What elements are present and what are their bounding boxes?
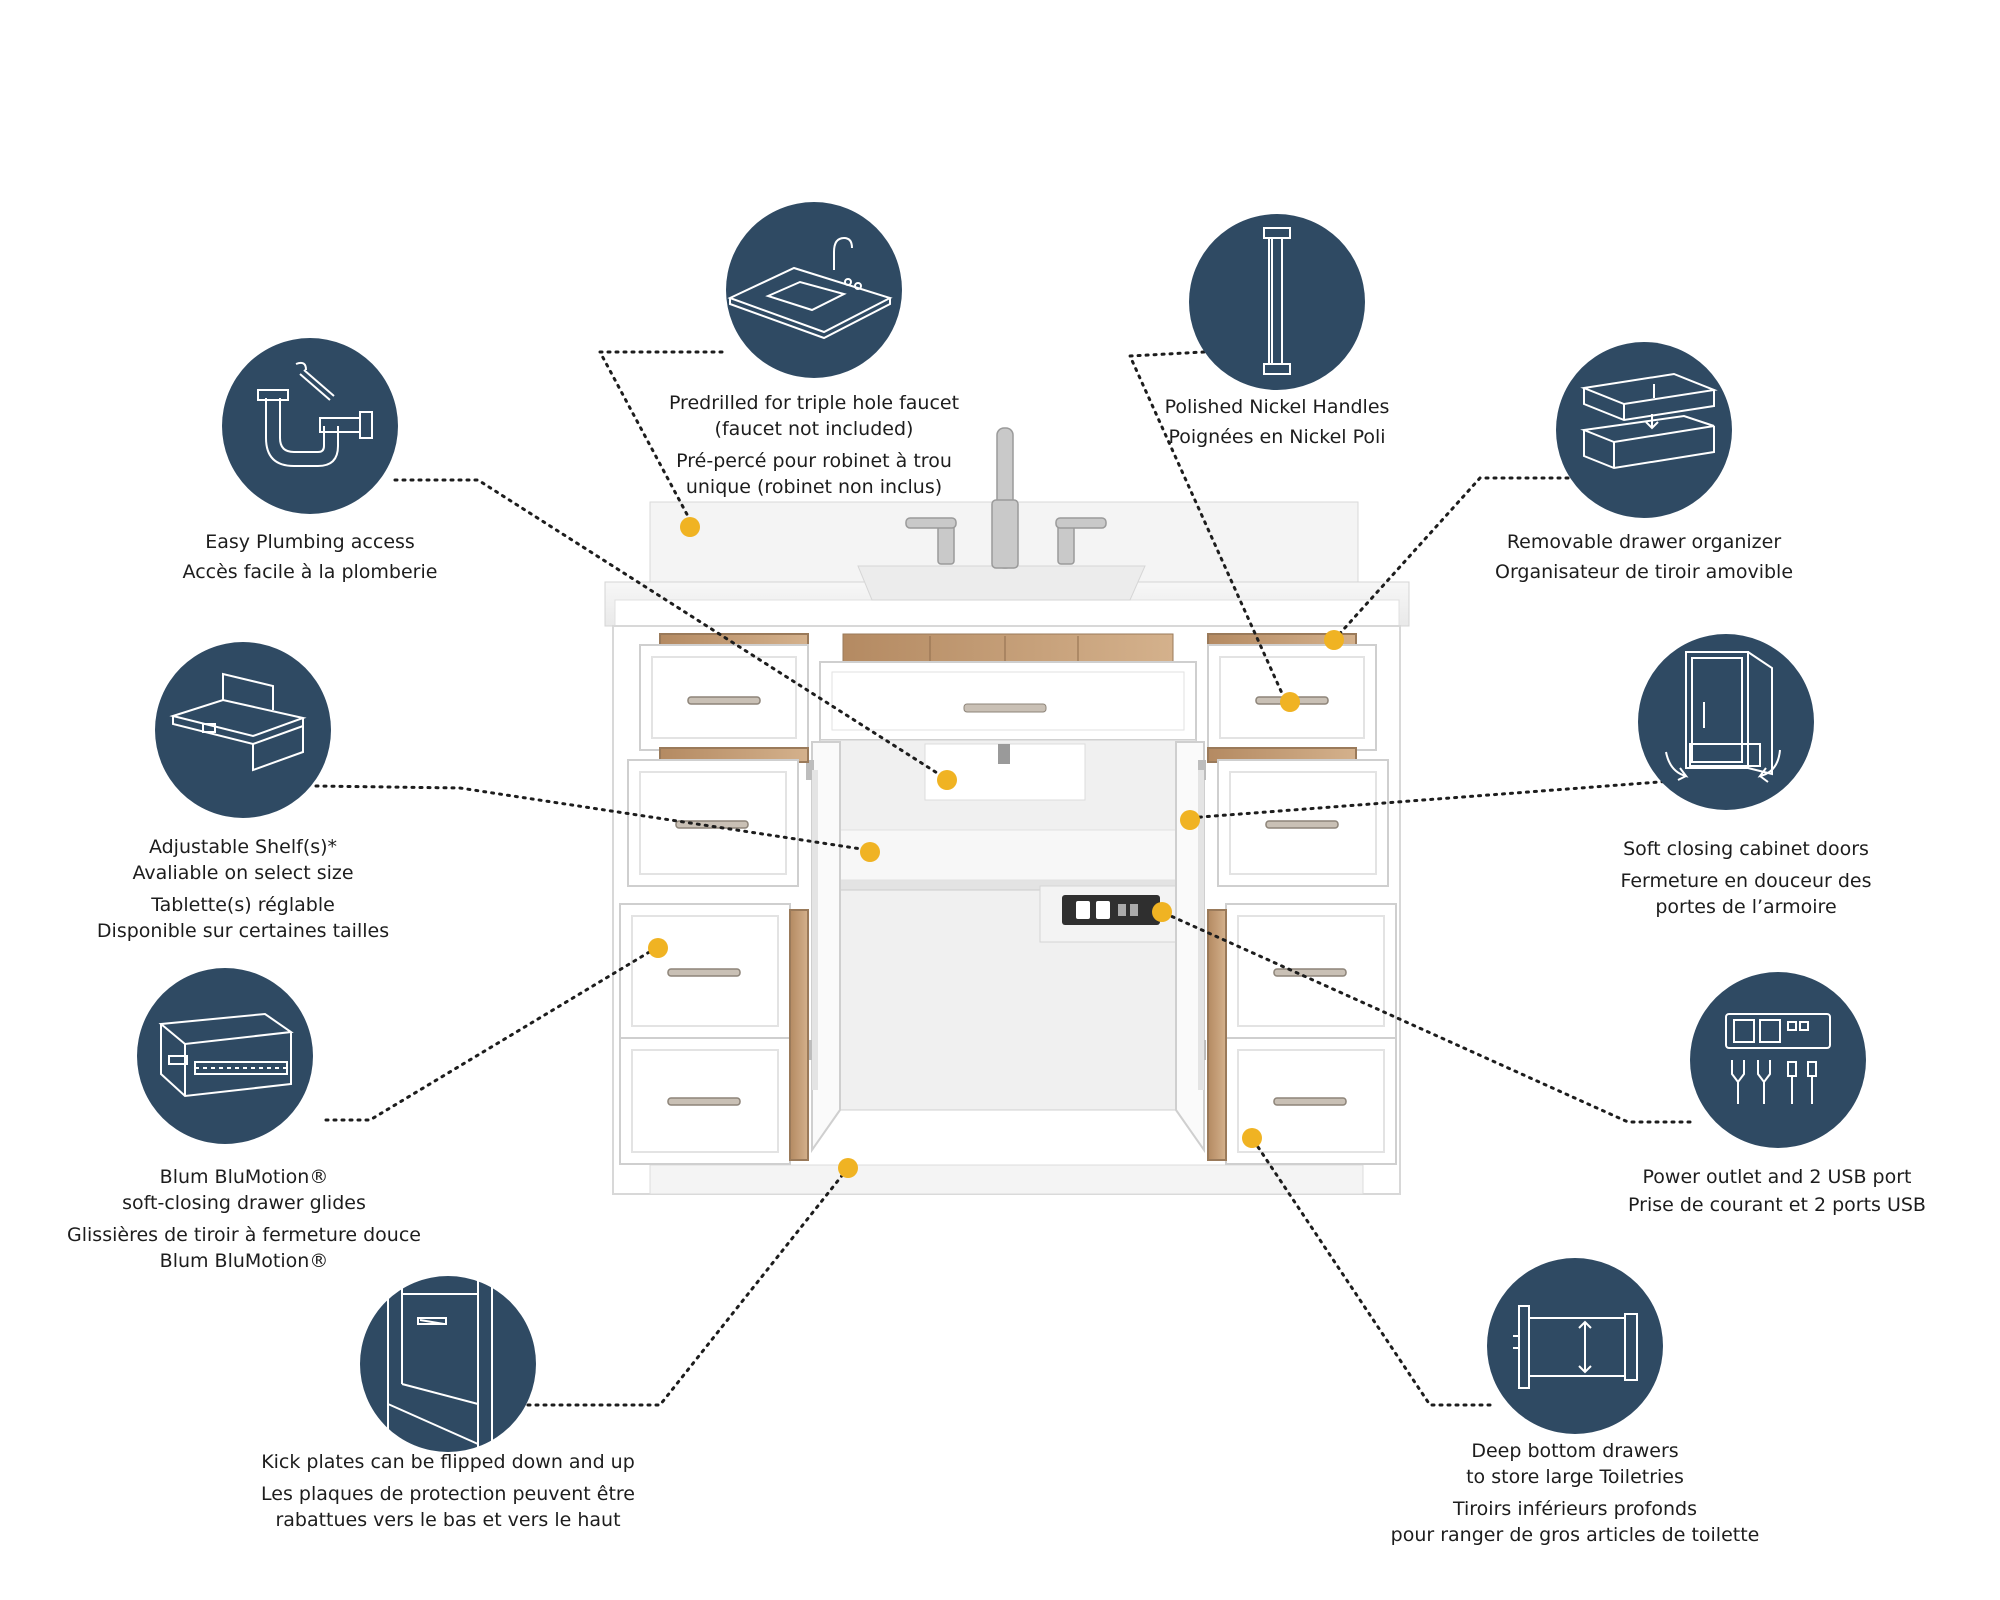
- caption-kick-en: Kick plates can be flipped down and up: [261, 1451, 635, 1473]
- leader-kick: [518, 1166, 850, 1407]
- dot-shelf: [860, 842, 880, 862]
- caption-organizer: Removable drawer organizer Organisateur …: [1474, 529, 1814, 585]
- caption-faucet-fr: Pré-percé pour robinet à trou unique (ro…: [676, 450, 952, 498]
- vanity-cabinet: [604, 427, 1410, 1195]
- caption-faucet: Predrilled for triple hole faucet (fauce…: [614, 390, 1014, 500]
- leader-outlet: [1160, 910, 1692, 1124]
- caption-handles-fr: Poignées en Nickel Poli: [1168, 426, 1386, 448]
- leader-plumbing: [393, 478, 947, 780]
- kick-plate-icon: [360, 1274, 536, 1454]
- caption-organizer-fr: Organisateur de tiroir amovible: [1494, 561, 1794, 583]
- caption-handles: Polished Nickel Handles Poignées en Nick…: [1127, 394, 1427, 450]
- dot-handles: [1280, 692, 1300, 712]
- caption-kick: Kick plates can be flipped down and up L…: [248, 1449, 648, 1533]
- sink-faucet-icon: [726, 202, 902, 378]
- caption-doors: Soft closing cabinet doors Fermeture en …: [1586, 836, 1906, 920]
- drawer-handles: [667, 696, 1347, 1106]
- center-drawer-box: [842, 633, 1174, 665]
- dot-kick: [838, 1158, 858, 1178]
- shelf-icon: [155, 642, 331, 818]
- caption-shelf: Adjustable Shelf(s)* Avaliable on select…: [83, 834, 403, 944]
- caption-deep-fr: Tiroirs inférieurs profonds pour ranger …: [1390, 1498, 1760, 1546]
- dot-glides: [648, 938, 668, 958]
- deep-drawer-icon: [1487, 1258, 1663, 1434]
- leader-handles: [1127, 350, 1287, 702]
- caption-handles-en: Polished Nickel Handles: [1164, 396, 1390, 418]
- leader-shelf: [314, 784, 870, 852]
- caption-deep: Deep bottom drawers to store large Toile…: [1370, 1438, 1780, 1548]
- caption-organizer-en: Removable drawer organizer: [1506, 531, 1782, 553]
- caption-plumbing: Easy Plumbing access Accès facile à la p…: [160, 529, 460, 585]
- dot-plumbing: [937, 770, 957, 790]
- leader-organizer: [1332, 476, 1578, 642]
- leader-lines: [314, 350, 1692, 1407]
- dot-outlet: [1152, 902, 1172, 922]
- caption-shelf-en: Adjustable Shelf(s)* Avaliable on select…: [132, 836, 354, 884]
- caption-doors-fr: Fermeture en douceur des portes de l’arm…: [1620, 870, 1872, 918]
- icon-circles: [137, 202, 1866, 1454]
- leader-doors: [1186, 779, 1674, 820]
- caption-plumbing-en: Easy Plumbing access: [205, 531, 415, 553]
- sink-basin: [857, 565, 1146, 601]
- caption-plumbing-fr: Accès facile à la plomberie: [182, 561, 438, 583]
- caption-deep-en: Deep bottom drawers to store large Toile…: [1466, 1440, 1684, 1488]
- faucet: [905, 427, 1107, 569]
- power-outlet-usb-icon: [1690, 972, 1866, 1148]
- caption-glides-fr: Glissières de tiroir à fermeture douce B…: [67, 1224, 421, 1272]
- leader-deep: [1250, 1136, 1492, 1407]
- dot-doors: [1180, 810, 1200, 830]
- caption-glides: Blum BluMotion® soft-closing drawer glid…: [44, 1164, 444, 1274]
- leader-glides: [324, 946, 658, 1122]
- caption-doors-en: Soft closing cabinet doors: [1623, 838, 1869, 860]
- leader-faucet: [597, 350, 724, 522]
- adjustable-shelf: [834, 829, 1181, 881]
- caption-shelf-fr: Tablette(s) réglable Disponible sur cert…: [96, 894, 390, 942]
- caption-faucet-en: Predrilled for triple hole faucet (fauce…: [668, 392, 960, 440]
- pipe-wrench-icon: [222, 338, 398, 514]
- soft-close-door-icon: [1638, 634, 1814, 810]
- kick-plate: [649, 1164, 1364, 1195]
- dot-organizer: [1324, 630, 1344, 650]
- feature-dots: [648, 517, 1344, 1178]
- caption-outlet-fr: Prise de courant et 2 ports USB: [1628, 1194, 1926, 1216]
- drawer-organizer-icon: [1556, 342, 1732, 518]
- bar-handle-icon: [1189, 214, 1365, 390]
- caption-outlet: Power outlet and 2 USB port Prise de cou…: [1612, 1164, 1942, 1218]
- center-drawer-handle: [963, 703, 1047, 713]
- caption-outlet-en: Power outlet and 2 USB port: [1642, 1166, 1912, 1188]
- center-drawer-front: [819, 661, 1197, 741]
- dot-deep: [1242, 1128, 1262, 1148]
- caption-kick-fr: Les plaques de protection peuvent être r…: [261, 1483, 635, 1531]
- drawer-glide-icon: [137, 968, 313, 1144]
- dot-faucet: [680, 517, 700, 537]
- caption-glides-en: Blum BluMotion® soft-closing drawer glid…: [122, 1166, 366, 1214]
